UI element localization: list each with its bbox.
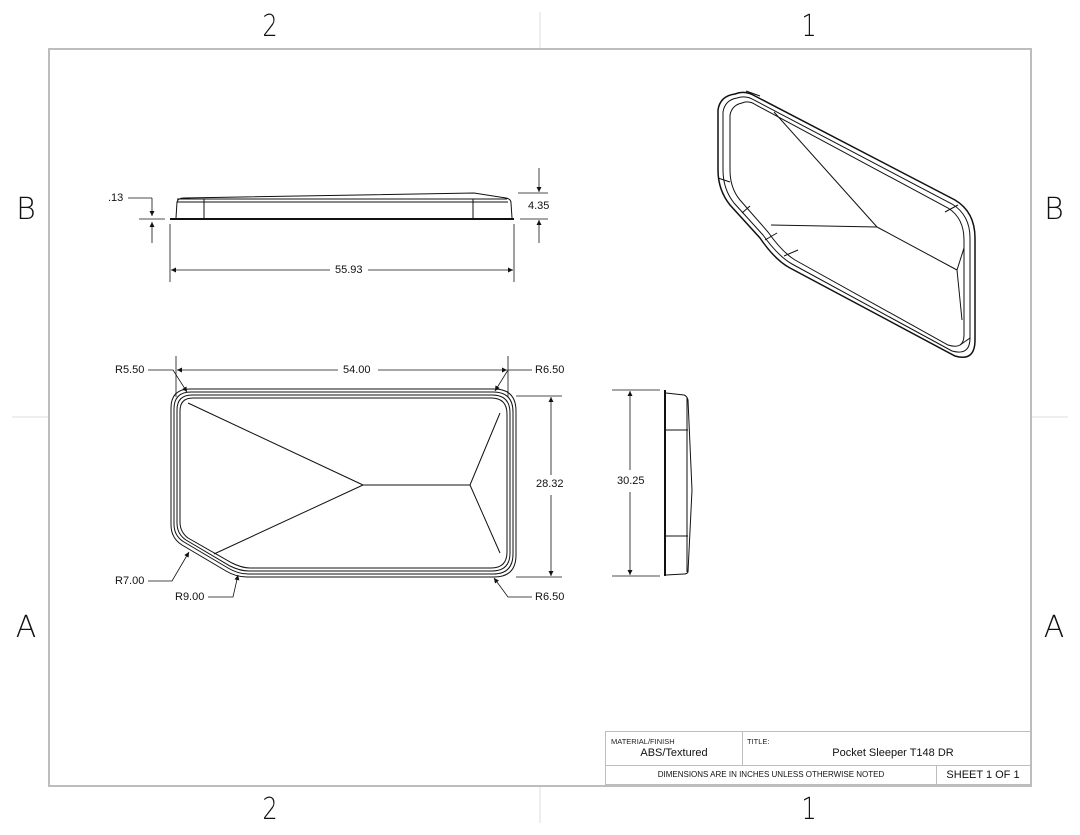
zone-label-bottom-1: 1 [801,792,817,827]
front-view [128,168,548,282]
zone-label-right-a: A [1043,610,1065,645]
dim-radius-top-right: R6.50 [535,364,565,376]
zone-label-right-b: B [1044,192,1064,227]
zone-label-top-1: 1 [801,9,817,44]
material-cell: MATERIAL/FINISH ABS/Textured [606,732,743,765]
sheet-number: SHEET 1 OF 1 [946,769,1020,781]
dim-lip-thickness: .13 [108,192,124,204]
top-view [148,356,562,598]
zone-label-left-a: A [15,610,37,645]
material-value: ABS/Textured [640,747,708,759]
title-block: MATERIAL/FINISH ABS/Textured TITLE: Pock… [605,731,1031,785]
title-value: Pocket Sleeper T148 DR [832,747,954,759]
material-label: MATERIAL/FINISH [611,737,675,746]
isometric-view [717,90,976,358]
dim-height: 4.35 [528,200,550,212]
dim-radius-chamfer-outer: R7.00 [115,575,145,587]
dim-radius-bottom-right: R6.50 [535,591,565,603]
title-label: TITLE: [747,737,770,746]
dim-side-width: 30.25 [617,475,645,487]
dim-length: 54.00 [343,364,371,376]
dim-radius-top-left: R5.50 [115,364,145,376]
side-view [612,389,693,577]
sheet-border [12,12,1068,823]
dim-width: 28.32 [536,478,564,490]
title-cell: TITLE: Pocket Sleeper T148 DR [742,732,1030,765]
zone-label-top-2: 2 [262,9,278,44]
dim-overall-length: 55.93 [335,264,363,276]
units-note: DIMENSIONS ARE IN INCHES UNLESS OTHERWIS… [606,765,937,785]
dim-radius-chamfer-inner: R9.00 [175,591,205,603]
zone-label-left-b: B [16,192,36,227]
zone-label-bottom-2: 2 [262,792,278,827]
